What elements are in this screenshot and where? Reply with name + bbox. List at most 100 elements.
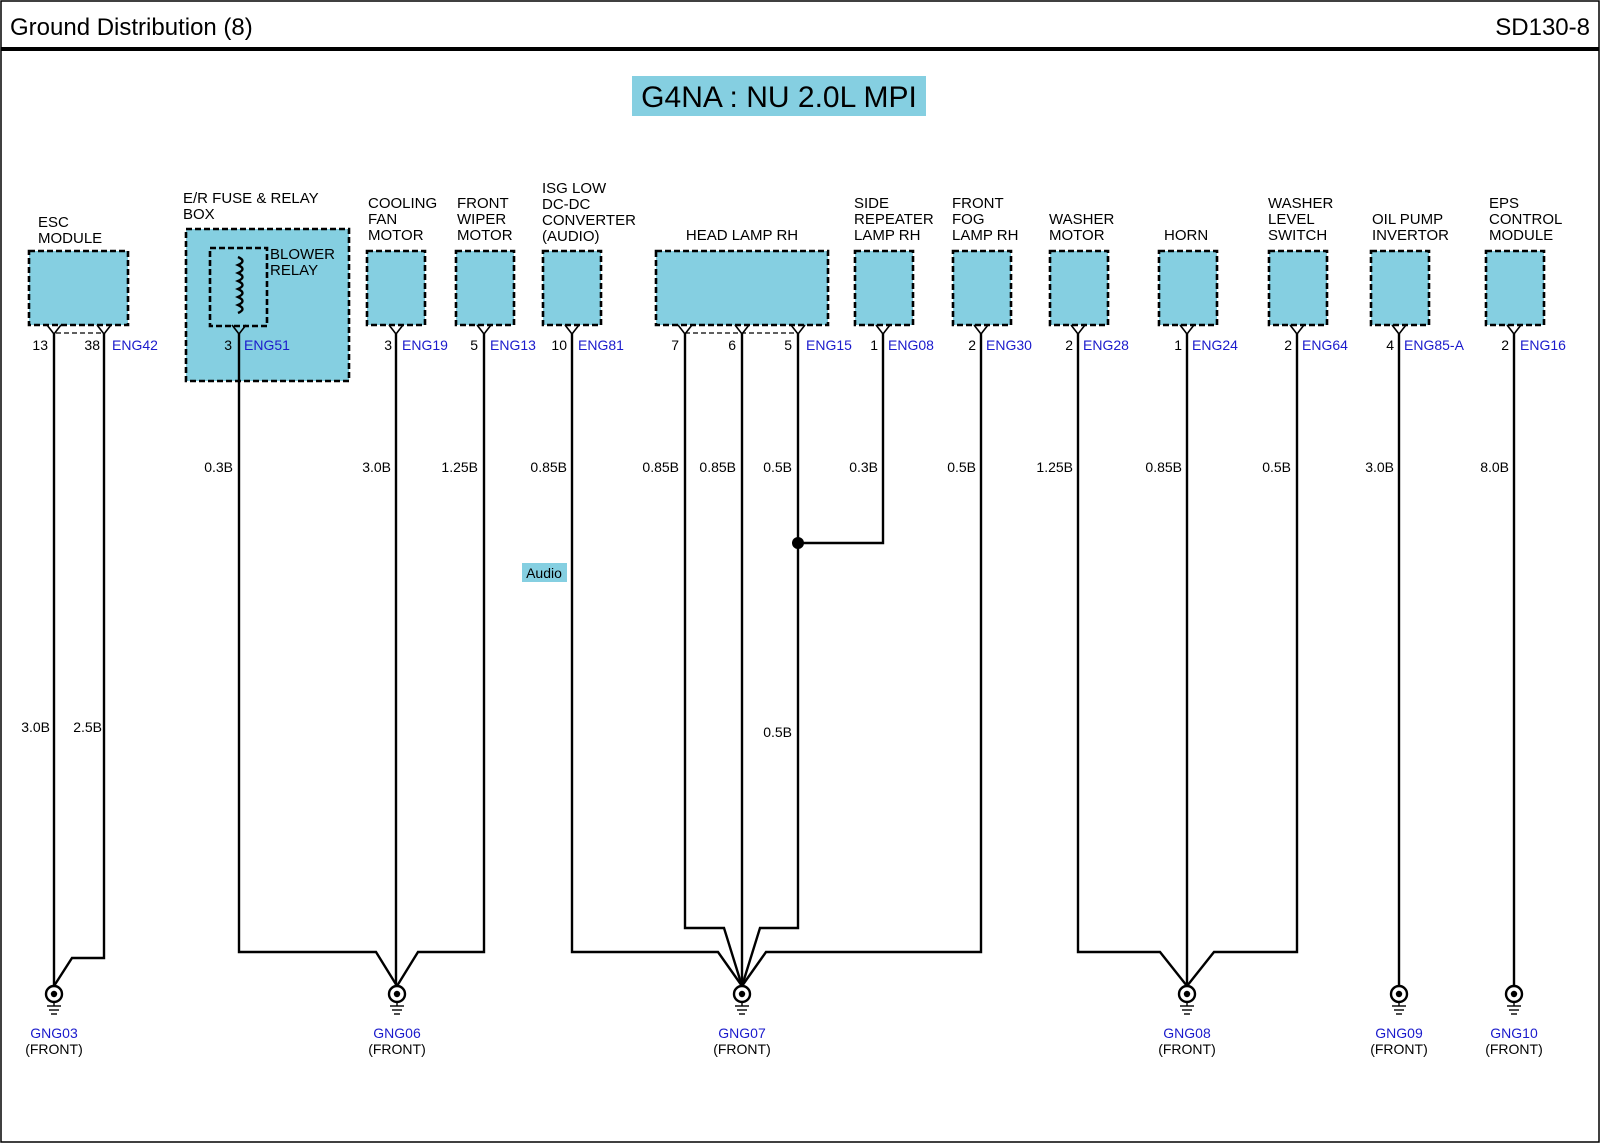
ground-id-gng09: GNG09 <box>1375 1025 1423 1041</box>
ground-location-gng09: (FRONT) <box>1370 1041 1428 1057</box>
front-fog-pin: 2 <box>968 337 976 353</box>
er-fuse-label-2: BOX <box>183 206 215 223</box>
esc-module-label-2: MODULE <box>38 230 102 247</box>
ground-icon <box>1504 984 1524 1015</box>
wire-label-front-wiper: 1.25B <box>441 459 478 475</box>
ground-icon <box>44 984 64 1015</box>
eps-pin: 2 <box>1501 337 1509 353</box>
engine-label-box <box>632 76 926 116</box>
washer-level-switch-box <box>1267 249 1329 327</box>
wire-esc-38 <box>52 333 106 987</box>
wire-label-esc-13: 3.0B <box>21 719 50 735</box>
connector-pin-marker <box>1070 324 1086 336</box>
wire-washer-motor <box>1076 333 1188 987</box>
washer-level-pin: 2 <box>1284 337 1292 353</box>
wire-front-fog <box>741 333 983 987</box>
cooling-fan-connector-id: ENG19 <box>402 337 448 353</box>
wire-label-esc-38: 2.5B <box>73 719 102 735</box>
head-lamp-pin-c: 5 <box>784 337 792 353</box>
cooling-fan-pin: 3 <box>384 337 392 353</box>
head-lamp-label: HEAD LAMP RH <box>686 227 798 244</box>
eps-label-2: CONTROL <box>1489 211 1562 228</box>
page-code: SD130-8 <box>1495 14 1590 41</box>
cooling-fan-label-1: COOLING <box>368 195 437 212</box>
washer-motor-box <box>1048 249 1110 327</box>
ground-id-gng03: GNG03 <box>30 1025 78 1041</box>
splice-junction-dot <box>792 537 804 549</box>
ground-location-gng08: (FRONT) <box>1158 1041 1216 1057</box>
front-fog-box <box>951 249 1013 327</box>
esc-module-label-1: ESC <box>38 214 69 231</box>
horn-pin: 1 <box>1174 337 1182 353</box>
isg-pin: 10 <box>551 337 567 353</box>
isg-converter-box <box>541 249 603 327</box>
er-fuse-label-1: E/R FUSE & RELAY <box>183 190 319 207</box>
wire-label-oil-pump: 3.0B <box>1365 459 1394 475</box>
wire-side-repeater <box>798 333 885 545</box>
wire-head-lamp-7 <box>683 333 744 987</box>
oil-pump-pin: 4 <box>1386 337 1394 353</box>
esc-module-box <box>27 249 130 327</box>
er-fuse-pin: 3 <box>224 337 232 353</box>
eps-label-3: MODULE <box>1489 227 1553 244</box>
front-wiper-connector-id: ENG13 <box>490 337 536 353</box>
blower-relay-coil-icon <box>235 255 244 315</box>
washer-level-label-1: WASHER <box>1268 195 1333 212</box>
isg-label-2: DC-DC <box>542 196 590 213</box>
cooling-fan-label-2: FAN <box>368 211 397 228</box>
eps-label-1: EPS <box>1489 195 1519 212</box>
head-lamp-pin-b: 6 <box>728 337 736 353</box>
front-fog-connector-id: ENG30 <box>986 337 1032 353</box>
wire-label-head-lamp-5: 0.5B <box>763 459 792 475</box>
connector-pin-marker <box>973 324 989 336</box>
wire-label-cooling-fan: 3.0B <box>362 459 391 475</box>
side-repeater-box <box>853 249 915 327</box>
ground-icon <box>1177 984 1197 1015</box>
connector-pin-marker <box>388 324 404 336</box>
front-wiper-label-3: MOTOR <box>457 227 513 244</box>
ground-id-gng08: GNG08 <box>1163 1025 1211 1041</box>
wire-label-washer-level: 0.5B <box>1262 459 1291 475</box>
horn-label: HORN <box>1164 227 1208 244</box>
wire-label-head-lamp-6: 0.85B <box>699 459 736 475</box>
oil-pump-label-2: INVERTOR <box>1372 227 1449 244</box>
wire-label-head-lamp-5-lower: 0.5B <box>763 724 792 740</box>
ground-id-gng06: GNG06 <box>373 1025 421 1041</box>
washer-motor-pin: 2 <box>1065 337 1073 353</box>
eps-control-module-box <box>1484 249 1546 327</box>
esc-pin-b: 38 <box>84 337 100 353</box>
esc-connector-id: ENG42 <box>112 337 158 353</box>
ground-id-gng07: GNG07 <box>718 1025 766 1041</box>
ground-location-gng10: (FRONT) <box>1485 1041 1543 1057</box>
ground-location-gng07: (FRONT) <box>713 1041 771 1057</box>
wire-label-blower: 0.3B <box>204 459 233 475</box>
isg-connector-id: ENG81 <box>578 337 624 353</box>
wire-label-isg: 0.85B <box>530 459 567 475</box>
connector-pin-marker <box>1506 324 1522 336</box>
front-wiper-label-2: WIPER <box>457 211 506 228</box>
isg-label-4: (AUDIO) <box>542 228 600 245</box>
horn-box <box>1157 249 1219 327</box>
side-repeater-label-3: LAMP RH <box>854 227 920 244</box>
front-wiper-motor-box <box>454 249 516 327</box>
washer-level-label-3: SWITCH <box>1268 227 1327 244</box>
oil-pump-invertor-box <box>1369 249 1431 327</box>
side-repeater-label-2: REPEATER <box>854 211 934 228</box>
front-fog-label-3: LAMP RH <box>952 227 1018 244</box>
side-repeater-connector-id: ENG08 <box>888 337 934 353</box>
wire-label-eps: 8.0B <box>1480 459 1509 475</box>
er-fuse-connector-id: ENG51 <box>244 337 290 353</box>
side-repeater-pin: 1 <box>870 337 878 353</box>
oil-pump-connector-id: ENG85-A <box>1404 337 1465 353</box>
isg-label-3: CONVERTER <box>542 212 636 229</box>
cooling-fan-label-3: MOTOR <box>368 227 424 244</box>
connector-pin-marker <box>1179 324 1195 336</box>
audio-tag-box <box>522 563 567 582</box>
cooling-fan-motor-box <box>365 249 427 327</box>
ground-id-gng10: GNG10 <box>1490 1025 1538 1041</box>
wire-isg <box>570 333 743 987</box>
front-fog-label-1: FRONT <box>952 195 1004 212</box>
isg-label-1: ISG LOW <box>542 180 607 197</box>
